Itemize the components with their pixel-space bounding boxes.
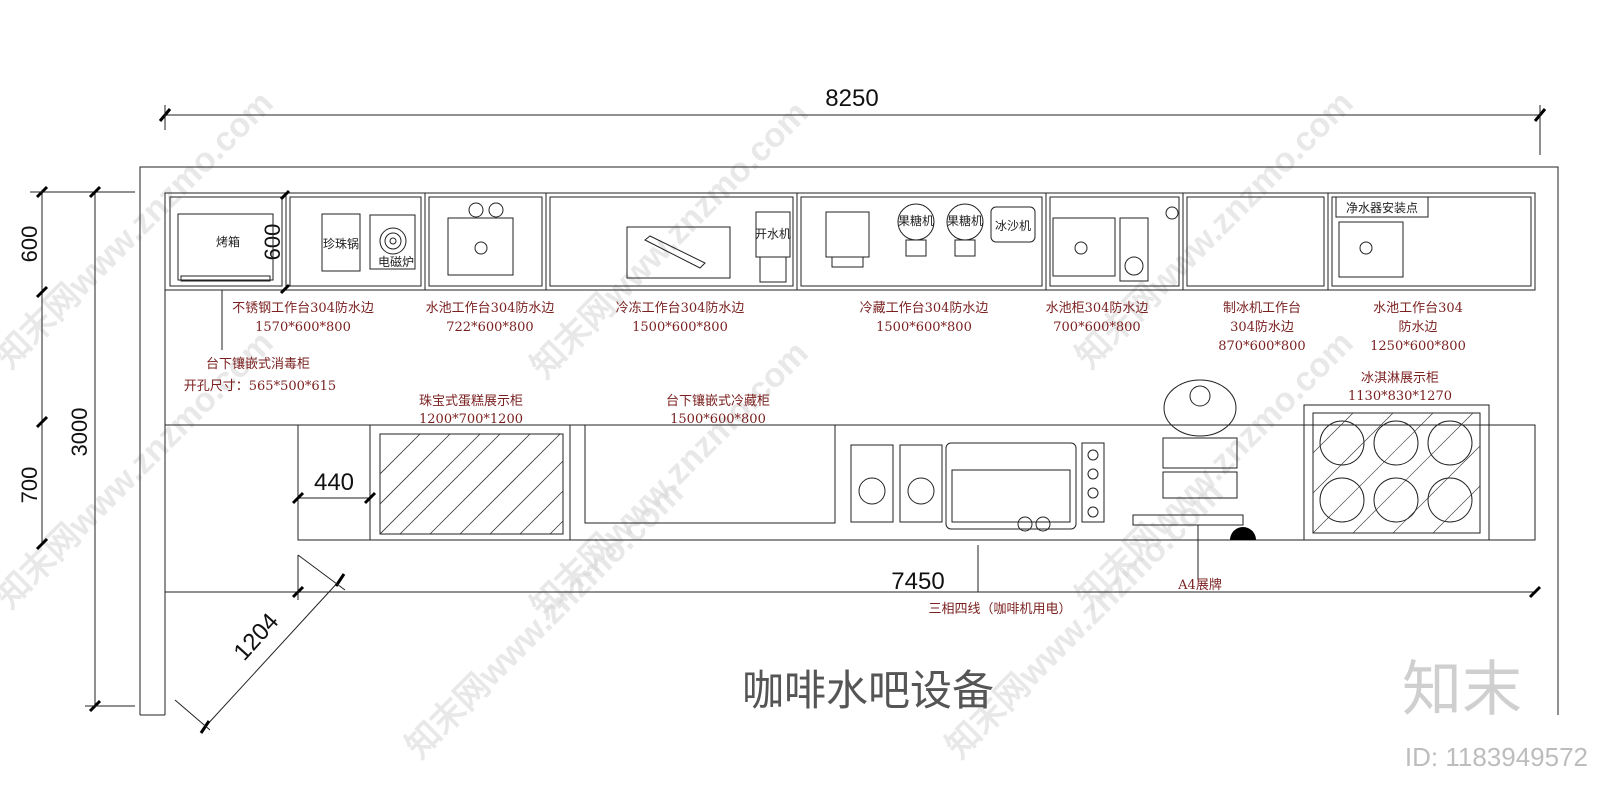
ice-cream-title: 冰淇淋展示柜 <box>1361 371 1439 386</box>
water-purifier-label: 净水器安装点 <box>1346 200 1418 215</box>
grinder-1-icon <box>850 444 894 523</box>
a4-label: A4展牌 <box>1177 577 1222 593</box>
slush-machine-label: 冰沙机 <box>995 219 1031 233</box>
ice-cream-display <box>1303 404 1490 541</box>
dim-left-3000: 3000 <box>67 408 92 457</box>
cake-display-title: 珠宝式蛋糕展示柜 <box>419 394 523 409</box>
cake-display-cabinet <box>379 433 564 535</box>
pearl-pot-icon <box>321 213 361 272</box>
counter-7-name-1: 水池工作台304 <box>1373 301 1463 316</box>
cash-register-icon <box>1162 471 1238 499</box>
front-counter: 440 珠宝式蛋糕展示柜 1200*700*1200 台下镶嵌式冷藏柜 1500… <box>165 371 1536 593</box>
coffee-machine-icon <box>945 442 1077 530</box>
sink-1-icon <box>447 217 514 276</box>
counter-1-size: 1570*600*800 <box>255 320 351 335</box>
counter-7-size: 1250*600*800 <box>1370 339 1466 354</box>
image-id-label: ID: 1183949572 <box>1405 742 1588 772</box>
cutting-board-icon <box>626 226 731 279</box>
induction-label: 电磁炉 <box>378 254 414 269</box>
counter-6-size: 870*600*800 <box>1218 339 1305 354</box>
person-icon <box>1163 379 1237 437</box>
syrup-machine-2-label: 果糖机 <box>947 213 983 228</box>
dim-7450-label: 7450 <box>891 568 944 595</box>
cake-display-size: 1200*700*1200 <box>419 412 523 427</box>
ice-cream-tubs <box>1319 420 1473 523</box>
under-counter-fridge <box>584 424 836 524</box>
counter-2-size: 722*600*800 <box>446 320 533 335</box>
watermark-8: 知末网www.znzmo.com <box>939 474 1231 766</box>
oven-label: 烤箱 <box>216 234 240 249</box>
back-counter-labels: 不锈钢工作台304防水边 1570*600*800 水池工作台304防水边 72… <box>184 290 1466 394</box>
back-counter: 600 烤箱 珍珠锅 电磁炉 开水机 果糖机 果糖机 <box>164 189 1536 295</box>
dim-440-label: 440 <box>314 469 354 496</box>
counter-7-name-2: 防水边 <box>1398 319 1437 335</box>
watermark-7: 知末网www.znzmo.com <box>399 474 691 766</box>
dimension-left: 600 700 3000 <box>17 185 135 713</box>
dim-top-label: 8250 <box>825 85 878 112</box>
counter-3-name: 冷冻工作台304防水边 <box>616 300 745 316</box>
site-logo: 知末 <box>1402 655 1522 725</box>
counter-6-name-2: 304防水边 <box>1230 319 1294 335</box>
sink-3-icon <box>1338 221 1404 278</box>
dimension-bottom: 7450 <box>291 555 1542 600</box>
slush-machine-icon <box>990 206 1036 243</box>
syrup-machine-1-label: 果糖机 <box>898 213 934 228</box>
a4-stand-icon <box>1132 514 1244 526</box>
counter-3-size: 1500*600*800 <box>632 320 728 335</box>
counter-4-size: 1500*600*800 <box>876 320 972 335</box>
dimension-top: 8250 <box>158 85 1547 155</box>
dim-left-600: 600 <box>17 226 42 263</box>
dim-1204-label: 1204 <box>229 608 285 666</box>
grinder-2-icon <box>899 444 943 523</box>
water-purifier-box <box>1335 196 1429 218</box>
coffee-knob-panel <box>1081 442 1105 523</box>
oven-icon <box>177 213 274 281</box>
counter-6-name-1: 制冰机工作台 <box>1223 301 1301 316</box>
dimension-diagonal: 1204 <box>174 554 346 734</box>
sink-2-icon <box>1052 217 1116 277</box>
induction-cooker-icon <box>369 214 416 270</box>
counter-1-name: 不锈钢工作台304防水边 <box>232 300 374 316</box>
drawing-title: 咖啡水吧设备 <box>742 666 994 715</box>
knife-icon <box>644 235 706 269</box>
counter-4-name: 冷藏工作台304防水边 <box>860 300 989 316</box>
counter-2-name: 水池工作台304防水边 <box>426 300 555 316</box>
bell-icon <box>1230 527 1256 540</box>
ice-cream-hatch <box>1312 412 1481 534</box>
fridge-title: 台下镶嵌式冷藏柜 <box>666 393 770 409</box>
pearl-pot-label: 珍珠锅 <box>323 236 359 251</box>
sterilizer-note-2: 开孔尺寸：565*500*615 <box>184 379 336 394</box>
ice-cream-size: 1130*830*1270 <box>1348 389 1452 404</box>
drain-grid-icon <box>1119 217 1149 282</box>
fridge-size: 1500*600*800 <box>670 412 766 427</box>
counter-5-name: 水池柜304防水边 <box>1046 300 1149 316</box>
keyboard-icon <box>1162 437 1238 469</box>
power-note: 三相四线（咖啡机用电） <box>928 545 1072 617</box>
water-boiler-label: 开水机 <box>755 227 791 241</box>
cake-display-hatch <box>379 433 564 535</box>
power-note-label: 三相四线（咖啡机用电） <box>928 602 1071 617</box>
counter-5-size: 700*600*800 <box>1053 320 1140 335</box>
dim-left-700: 700 <box>17 467 42 504</box>
blender-machine-icon <box>825 211 870 258</box>
sterilizer-note-1: 台下镶嵌式消毒柜 <box>206 356 310 372</box>
